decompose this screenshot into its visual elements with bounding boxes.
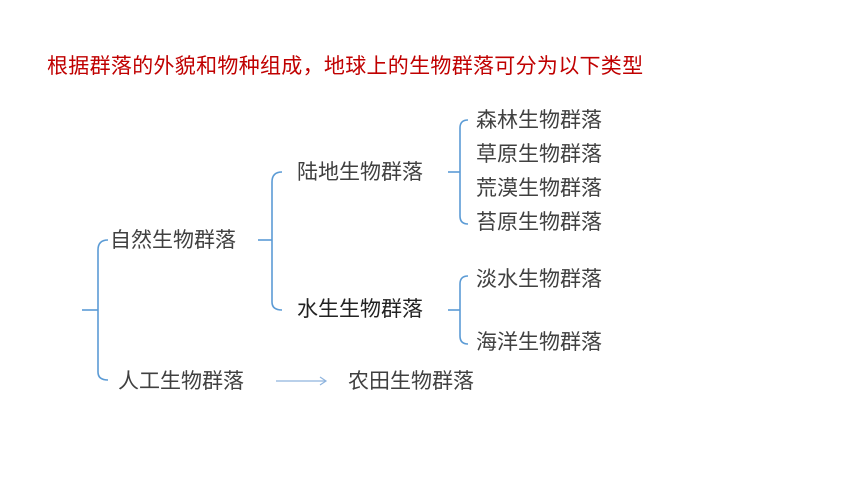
- slide-title: 根据群落的外貌和物种组成，地球上的生物群落可分为以下类型: [47, 54, 644, 78]
- node-aquatic-child: 海洋生物群落: [476, 330, 602, 354]
- node-artificial: 人工生物群落: [118, 369, 244, 393]
- node-terrestrial: 陆地生物群落: [297, 160, 423, 184]
- terrestrial-bracket: [448, 119, 469, 225]
- node-terrestrial-child: 荒漠生物群落: [476, 176, 602, 200]
- aquatic-bracket: [448, 275, 469, 345]
- natural-bracket: [258, 171, 283, 311]
- node-natural: 自然生物群落: [110, 228, 236, 252]
- node-terrestrial-child: 苔原生物群落: [476, 210, 602, 234]
- node-artificial-example: 农田生物群落: [348, 369, 474, 393]
- node-terrestrial-child: 森林生物群落: [476, 108, 602, 132]
- node-aquatic-child: 淡水生物群落: [476, 267, 602, 291]
- node-aquatic: 水生生物群落: [297, 297, 423, 321]
- example-arrow: [276, 376, 328, 386]
- node-terrestrial-child: 草原生物群落: [476, 142, 602, 166]
- root-bracket: [82, 239, 109, 381]
